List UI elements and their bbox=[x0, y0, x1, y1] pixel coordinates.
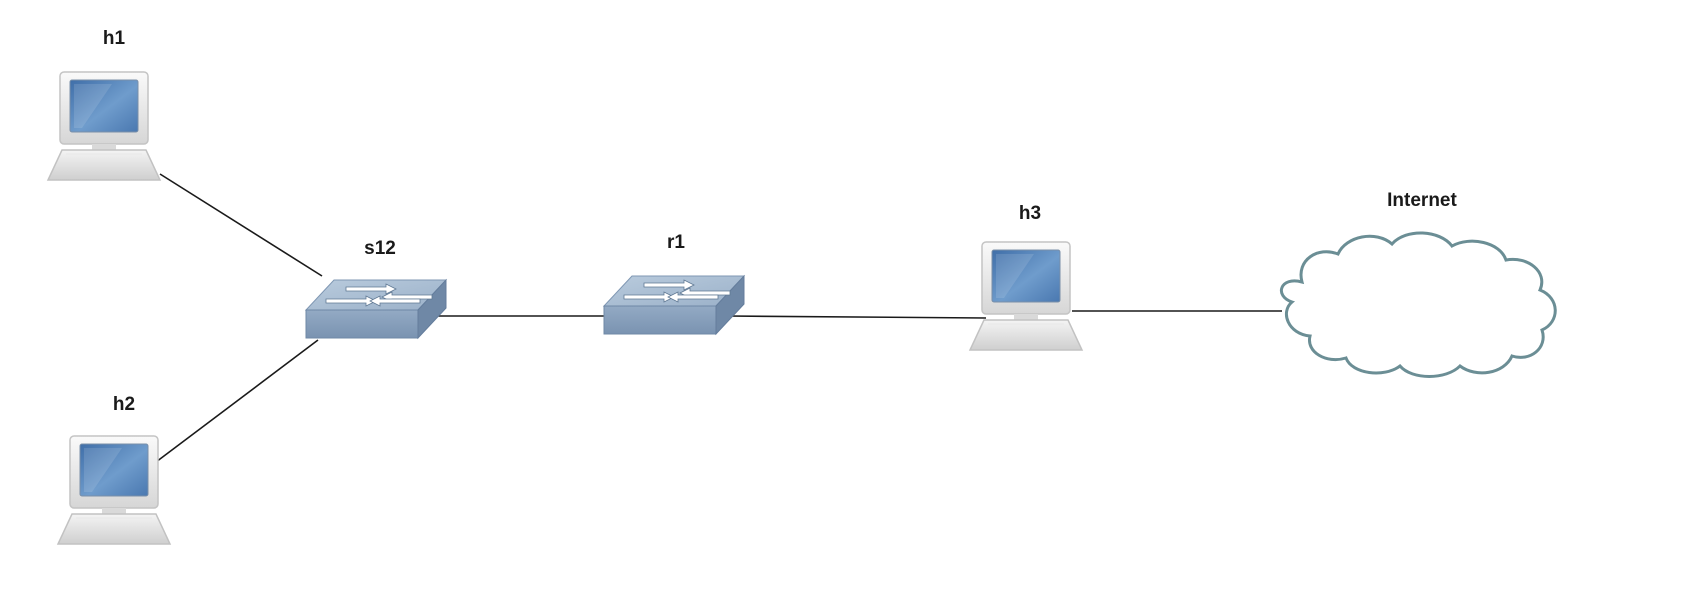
host-h3[interactable]: h3 bbox=[969, 203, 1083, 351]
host-h2[interactable]: h2 bbox=[57, 394, 171, 545]
workstation-icon bbox=[47, 71, 161, 181]
link-r1-h3 bbox=[727, 315, 987, 319]
links bbox=[155, 173, 1282, 463]
cloud-label: Internet bbox=[1387, 190, 1457, 211]
cloud-icon bbox=[1279, 231, 1557, 378]
host-label-h2: h2 bbox=[113, 394, 135, 415]
workstation-icon bbox=[969, 241, 1083, 351]
link-h1-s12 bbox=[159, 173, 323, 277]
host-h1[interactable]: h1 bbox=[47, 28, 161, 181]
host-label-h3: h3 bbox=[1019, 203, 1041, 224]
host-label-h1: h1 bbox=[103, 28, 126, 49]
switch-r1[interactable]: r1 bbox=[603, 232, 745, 335]
switch-s12[interactable]: s12 bbox=[305, 238, 447, 339]
switch-label-r1: r1 bbox=[667, 232, 685, 253]
switch-icon bbox=[603, 275, 745, 335]
internet-cloud[interactable]: Internet bbox=[1279, 190, 1557, 378]
link-h2-s12 bbox=[155, 339, 319, 463]
switch-icon bbox=[305, 279, 447, 339]
workstation-icon bbox=[57, 435, 171, 545]
switch-label-s12: s12 bbox=[364, 238, 396, 259]
